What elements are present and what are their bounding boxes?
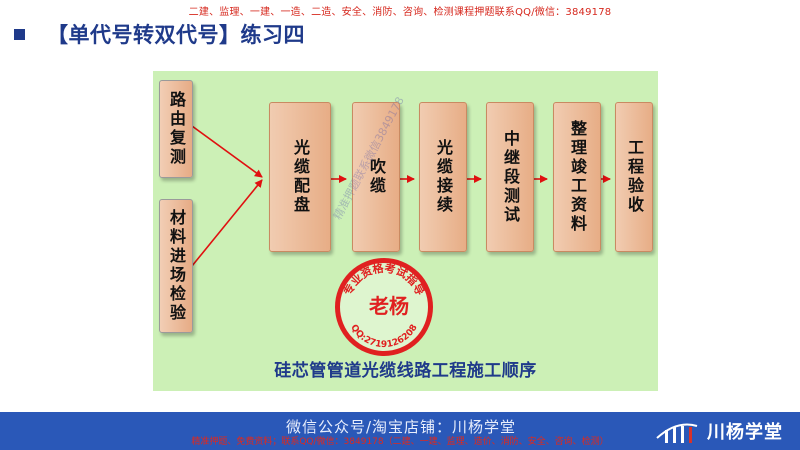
top-contact-note: 二建、监理、一建、一造、二造、安全、消防、咨询、检测课程押题联系QQ/微信：38… [188,7,612,18]
box-cable-splicing: 光缆接续 [419,102,467,252]
box-label: 光缆配盘 [291,139,310,215]
box-cable-blowing: 吹缆 [352,102,400,252]
title-row: 【单代号转双代号】练习四 [14,19,305,49]
brand-logo-icon [656,423,698,443]
box-completion-documents: 整理竣工资料 [553,102,601,252]
diagram-caption: 硅芯管管道光缆线路工程施工顺序 [274,361,537,381]
box-label: 中继段测试 [501,129,520,225]
box-relay-testing: 中继段测试 [486,102,534,252]
box-label: 材料进场检验 [167,209,186,323]
box-cable-allocation: 光缆配盘 [269,102,331,252]
brand-name: 川杨学堂 [707,422,783,443]
box-label: 整理竣工资料 [568,120,587,234]
footer-wechat-line: 微信公众号/淘宝店铺：川杨学堂 [286,418,517,436]
box-material-inspection: 材料进场检验 [159,199,193,333]
box-label: 路由复测 [167,91,186,167]
seal-stamp [335,258,433,356]
brand-logo: 川杨学堂 [655,418,783,444]
box-label: 吹缆 [367,158,386,196]
seal-ring-text: 专业资格考试指导 QQ:2719126208 [340,261,426,350]
slide-title: 【单代号转双代号】练习四 [47,23,305,47]
svg-text:QQ:2719126208: QQ:2719126208 [348,323,419,350]
box-label: 光缆接续 [434,139,453,215]
box-label: 工程验收 [625,139,644,215]
arrow-survey-to-allocation [191,125,263,178]
arrow-inspection-to-allocation [191,179,263,267]
box-route-survey: 路由复测 [159,80,193,178]
seal-center-text: 老杨 [369,294,409,318]
box-project-acceptance: 工程验收 [615,102,653,252]
footer-contact-note: 精准押题、免费资料；联系QQ/微信：3849178（二建、一建、监理、造价、消防… [191,437,609,447]
title-bullet-icon [14,28,25,40]
